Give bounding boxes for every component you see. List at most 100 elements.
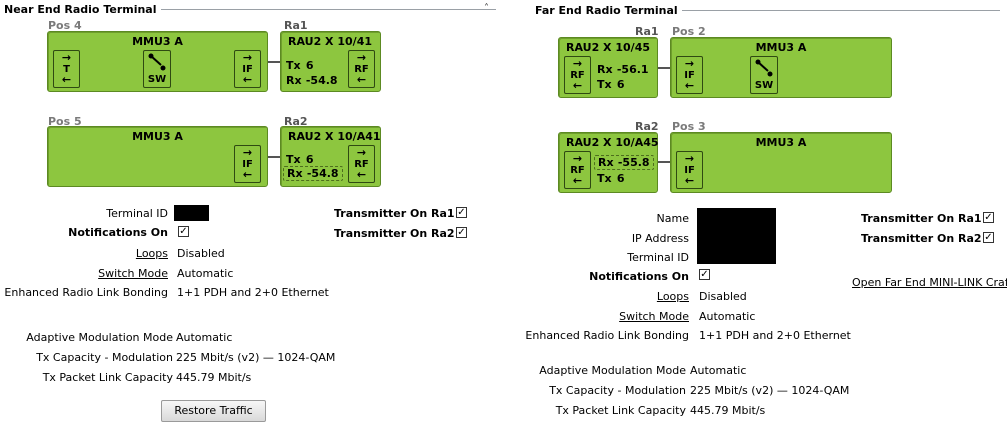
near-tx-on-ra1-label: Transmitter On Ra1 <box>334 207 455 220</box>
arrow-right-icon: → <box>684 57 695 70</box>
near-tx-reading-2: Tx 6 <box>286 153 314 166</box>
near-adaptive-value: Automatic <box>176 331 233 344</box>
near-if-button[interactable]: → IF ← <box>234 50 261 88</box>
arrow-left-icon: ← <box>242 73 253 86</box>
arrow-right-icon: → <box>684 152 695 165</box>
arrow-left-icon: ← <box>572 174 583 187</box>
near-switch-mode-link[interactable]: Switch Mode <box>98 267 168 280</box>
near-rau-title: RAU2 X 10/41 <box>288 35 373 48</box>
far-mmu-title: MMU3 A <box>755 41 807 54</box>
far-rau-title-2: RAU2 X 10/A45 <box>566 136 659 149</box>
near-section-title: Near End Radio Terminal <box>4 3 161 16</box>
near-mmu-unit-pos5[interactable]: MMU3 A → IF ← <box>47 126 268 187</box>
near-rau-unit-ra1[interactable]: RAU2 X 10/41 Tx 6 Rx -54.8 → RF ← <box>280 31 381 92</box>
near-ra1-label: Ra1 <box>284 19 308 32</box>
far-tx-reading-2: Tx 6 <box>597 172 625 185</box>
near-tx-on-ra1-checkbox[interactable]: ✓ <box>456 207 467 218</box>
far-switch-mode-value: Automatic <box>699 310 756 323</box>
near-pos5-label: Pos 5 <box>48 115 82 128</box>
near-sw-button[interactable]: SW <box>143 50 171 88</box>
near-tx-on-ra2-checkbox[interactable]: ✓ <box>456 227 467 238</box>
arrow-right-icon: → <box>572 57 583 70</box>
far-tx-on-ra1-label: Transmitter On Ra1 <box>861 212 982 225</box>
near-terminal-id-label: Terminal ID <box>106 207 168 220</box>
far-rx-reading-2: Rx -55.8 <box>594 155 654 170</box>
far-tx-on-ra2-checkbox[interactable]: ✓ <box>983 232 994 243</box>
restore-traffic-button[interactable]: Restore Traffic <box>161 400 266 422</box>
arrow-left-icon: ← <box>684 174 695 187</box>
far-if-button[interactable]: → IF ← <box>676 56 703 94</box>
far-mmu-unit-pos3[interactable]: MMU3 A → IF ← <box>670 132 892 193</box>
near-rau-title-2: RAU2 X 10/A41 <box>288 130 381 143</box>
near-ra2-label: Ra2 <box>284 115 308 128</box>
far-rau-unit-ra2[interactable]: RAU2 X 10/A45 → RF ← Rx -55.8 Tx 6 <box>558 132 659 193</box>
far-tx-on-ra1-checkbox[interactable]: ✓ <box>983 212 994 223</box>
far-section-divider <box>540 10 1000 11</box>
near-notifications-label: Notifications On <box>68 226 168 239</box>
far-adaptive-label: Adaptive Modulation Mode <box>539 364 686 377</box>
far-txcap-value: 225 Mbit/s (v2) — 1024-QAM <box>690 384 850 397</box>
far-rau-title: RAU2 X 10/45 <box>566 41 651 54</box>
near-rf-label: RF <box>354 63 369 75</box>
far-pos2-label: Pos 2 <box>672 25 706 38</box>
near-rx-reading: Rx -54.8 <box>286 74 338 87</box>
far-rf-button[interactable]: → RF ← <box>564 56 591 94</box>
far-notifications-checkbox[interactable]: ✓ <box>699 269 710 280</box>
near-mmu-title: MMU3 A <box>132 35 183 48</box>
near-switch-mode-value: Automatic <box>177 267 234 280</box>
near-pos4-label: Pos 4 <box>48 19 82 32</box>
near-txcap-label: Tx Capacity - Modulation <box>36 351 173 364</box>
far-bonding-label: Enhanced Radio Link Bonding <box>525 329 689 342</box>
arrow-left-icon: ← <box>242 168 253 181</box>
far-rau-unit-ra1[interactable]: RAU2 X 10/45 → RF ← Rx -56.1 Tx 6 <box>558 37 658 98</box>
near-section-divider <box>10 9 496 10</box>
arrow-left-icon: ← <box>356 168 367 181</box>
far-switch-mode-link[interactable]: Switch Mode <box>619 310 689 323</box>
far-link-connector-bottom <box>658 161 670 163</box>
near-rau-unit-ra2[interactable]: RAU2 X 10/A41 Tx 6 Rx -54.8 → RF ← <box>280 126 381 187</box>
arrow-right-icon: → <box>61 51 72 64</box>
near-loops-link[interactable]: Loops <box>135 247 168 260</box>
far-txpkt-value: 445.79 Mbit/s <box>690 404 766 417</box>
near-rf-label-2: RF <box>354 158 369 170</box>
far-if-label-2: IF <box>684 164 695 176</box>
arrow-left-icon: ← <box>684 79 695 92</box>
far-if-button-2[interactable]: → IF ← <box>676 151 703 189</box>
far-rf-label: RF <box>570 69 585 81</box>
near-if-label: IF <box>242 63 253 75</box>
open-far-end-craft-link[interactable]: Open Far End MINI-LINK Craft <box>852 276 1007 289</box>
far-tx-on-ra2-label: Transmitter On Ra2 <box>861 232 982 245</box>
far-txcap-label: Tx Capacity - Modulation <box>549 384 686 397</box>
far-rf-button-2[interactable]: → RF ← <box>564 151 591 189</box>
far-loops-link[interactable]: Loops <box>656 290 689 303</box>
far-txpkt-label: Tx Packet Link Capacity <box>555 404 686 417</box>
switch-icon <box>755 59 773 77</box>
far-ra1-label: Ra1 <box>635 25 659 38</box>
arrow-right-icon: → <box>242 51 253 64</box>
near-bonding-value: 1+1 PDH and 2+0 Ethernet <box>177 286 329 299</box>
near-if-label-2: IF <box>242 158 253 170</box>
near-rf-button[interactable]: → RF ← <box>348 50 375 88</box>
far-pos3-label: Pos 3 <box>672 120 706 133</box>
chevron-up-icon[interactable]: ˄ <box>484 3 489 14</box>
near-terminal-id-redacted <box>174 205 209 221</box>
arrow-right-icon: → <box>572 152 583 165</box>
near-t-label: T <box>63 63 70 75</box>
near-t-button[interactable]: → T ← <box>53 50 80 88</box>
near-if-button-2[interactable]: → IF ← <box>234 145 261 183</box>
near-rf-button-2[interactable]: → RF ← <box>348 145 375 183</box>
far-tx-reading: Tx 6 <box>597 78 625 91</box>
far-terminal-id-label: Terminal ID <box>627 251 689 264</box>
far-adaptive-value: Automatic <box>690 364 747 377</box>
far-sw-button[interactable]: SW <box>750 56 778 94</box>
near-mmu-unit-pos4[interactable]: MMU3 A → T ← SW → IF ← <box>47 31 268 92</box>
near-txpkt-label: Tx Packet Link Capacity <box>42 371 173 384</box>
near-notifications-checkbox[interactable]: ✓ <box>178 226 189 237</box>
arrow-left-icon: ← <box>572 79 583 92</box>
far-notifications-label: Notifications On <box>589 270 689 283</box>
near-txcap-value: 225 Mbit/s (v2) — 1024-QAM <box>176 351 336 364</box>
far-mmu-title-2: MMU3 A <box>755 136 807 149</box>
near-loops-value: Disabled <box>177 247 225 260</box>
arrow-right-icon: → <box>356 146 367 159</box>
far-mmu-unit-pos2[interactable]: MMU3 A → IF ← SW <box>670 37 892 98</box>
